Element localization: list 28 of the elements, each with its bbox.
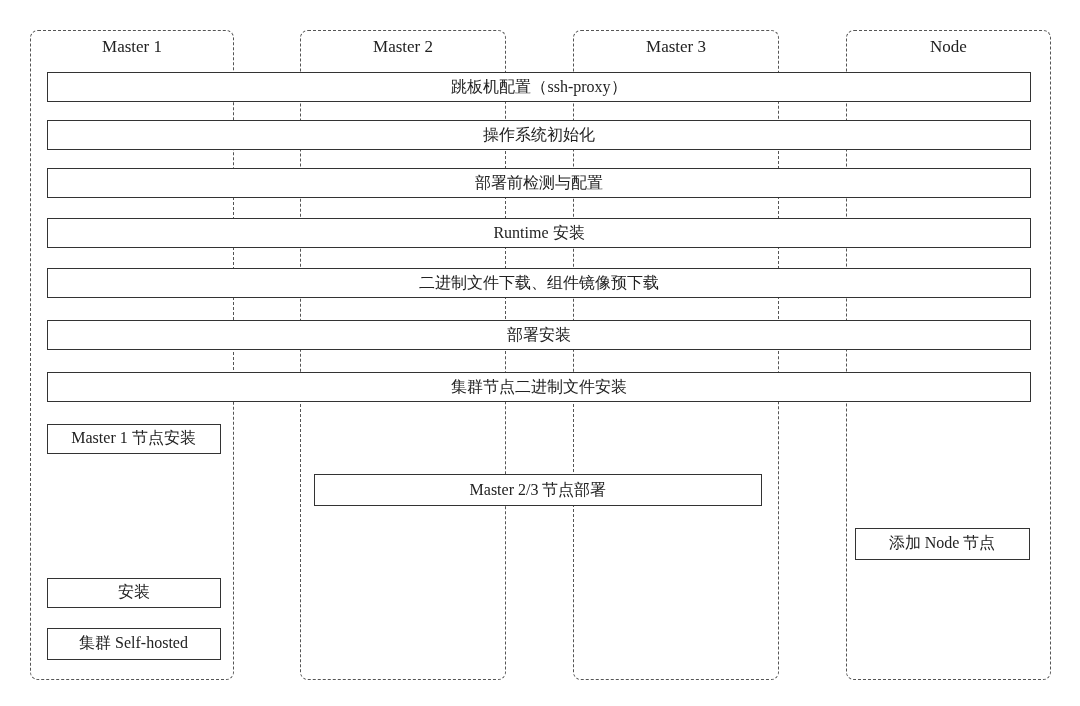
- step-label: 跳板机配置（ssh-proxy）: [451, 76, 627, 98]
- step-label: 部署前检测与配置: [475, 172, 603, 193]
- step-label: 操作系统初始化: [483, 124, 595, 145]
- lane-title: Master 3: [645, 37, 707, 57]
- step-box: [46, 577, 221, 608]
- lane-title: Master 1: [101, 37, 163, 57]
- step-label: 集群 Self-hosted: [79, 633, 188, 653]
- step-label: 部署安装: [507, 324, 571, 345]
- step-label: 二进制文件下载、组件镜像预下载: [419, 272, 659, 293]
- step-box: [47, 320, 1031, 350]
- step-box: [47, 218, 1031, 248]
- step-label: Master 1 节点安装: [71, 428, 196, 448]
- step-box: [854, 527, 1030, 560]
- step-label: Runtime 安装: [493, 222, 585, 243]
- lane-title: Node: [929, 37, 968, 57]
- step-box: [47, 120, 1031, 150]
- step-box: [47, 168, 1031, 198]
- step-box: [46, 423, 221, 454]
- step-label: 添加 Node 节点: [888, 533, 996, 553]
- step-box: [314, 474, 762, 506]
- step-box: [47, 268, 1031, 298]
- step-box: [47, 372, 1031, 402]
- step-box: [47, 72, 1031, 102]
- step-label: 安装: [117, 582, 150, 602]
- step-label: Master 2/3 节点部署: [469, 479, 607, 500]
- step-box: [46, 627, 221, 660]
- step-label: 集群节点二进制文件安装: [451, 376, 627, 397]
- lane-title: Master 2: [372, 37, 434, 57]
